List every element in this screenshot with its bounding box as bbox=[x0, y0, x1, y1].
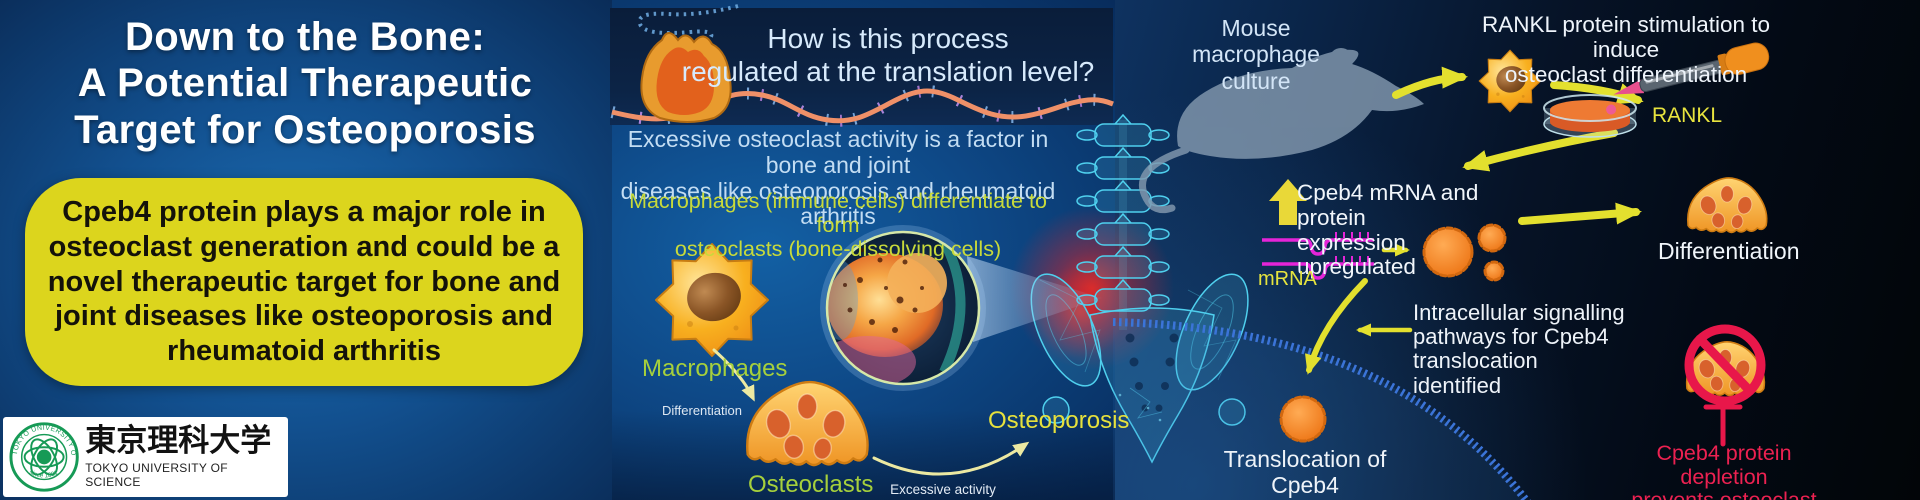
mouse-culture-label: Mouse macrophage culture bbox=[1192, 15, 1320, 94]
differentiation-label-right: Differentiation bbox=[1658, 238, 1800, 264]
page-title: Down to the Bone: A Potential Therapeuti… bbox=[74, 15, 536, 152]
seal-year-text: since 1881 bbox=[28, 469, 59, 480]
rankl-stimulation-label: RANKL protein stimulation to induce oste… bbox=[1481, 12, 1771, 88]
problem-statement: Excessive osteoclast activity is a facto… bbox=[620, 126, 1056, 230]
university-name-jp: 東京理科大学 bbox=[85, 423, 272, 459]
translocation-label: Translocation of Cpeb4 protein to nucleu… bbox=[1214, 446, 1396, 500]
summary-text: Cpeb4 protein plays a major role in oste… bbox=[47, 196, 561, 368]
mechanism-statement: Macrophages (immune cells) differentiate… bbox=[629, 189, 1047, 262]
excessive-activity-label: Excessive activity bbox=[890, 482, 996, 497]
summary-callout: Cpeb4 protein plays a major role in oste… bbox=[25, 178, 583, 386]
university-logo: TOKYO UNIVERSITY OF SCIENCE since 1881 東… bbox=[3, 417, 288, 497]
macrophages-label: Macrophages bbox=[642, 355, 788, 382]
signalling-label: Intracellular signalling pathways for Cp… bbox=[1413, 300, 1625, 398]
university-name-en: TOKYO UNIVERSITY OF SCIENCE bbox=[85, 460, 228, 489]
rankl-label: RANKL bbox=[1651, 104, 1723, 127]
differentiation-label-middle: Differentiation bbox=[662, 403, 742, 418]
mrna-label: mRNA bbox=[1258, 268, 1317, 290]
depletion-label: Cpeb4 protein depletion prevents osteocl… bbox=[1631, 441, 1816, 500]
osteoclasts-label: Osteoclasts bbox=[748, 471, 874, 498]
translation-question: How is this process regulated at the tra… bbox=[681, 23, 1095, 88]
upregulation-label: Cpeb4 mRNA and protein expression upregu… bbox=[1297, 180, 1479, 280]
university-seal-icon: TOKYO UNIVERSITY OF SCIENCE since 1881 bbox=[9, 421, 79, 492]
osteoporosis-label: Osteoporosis bbox=[988, 407, 1130, 434]
svg-text:since 1881: since 1881 bbox=[28, 469, 59, 480]
